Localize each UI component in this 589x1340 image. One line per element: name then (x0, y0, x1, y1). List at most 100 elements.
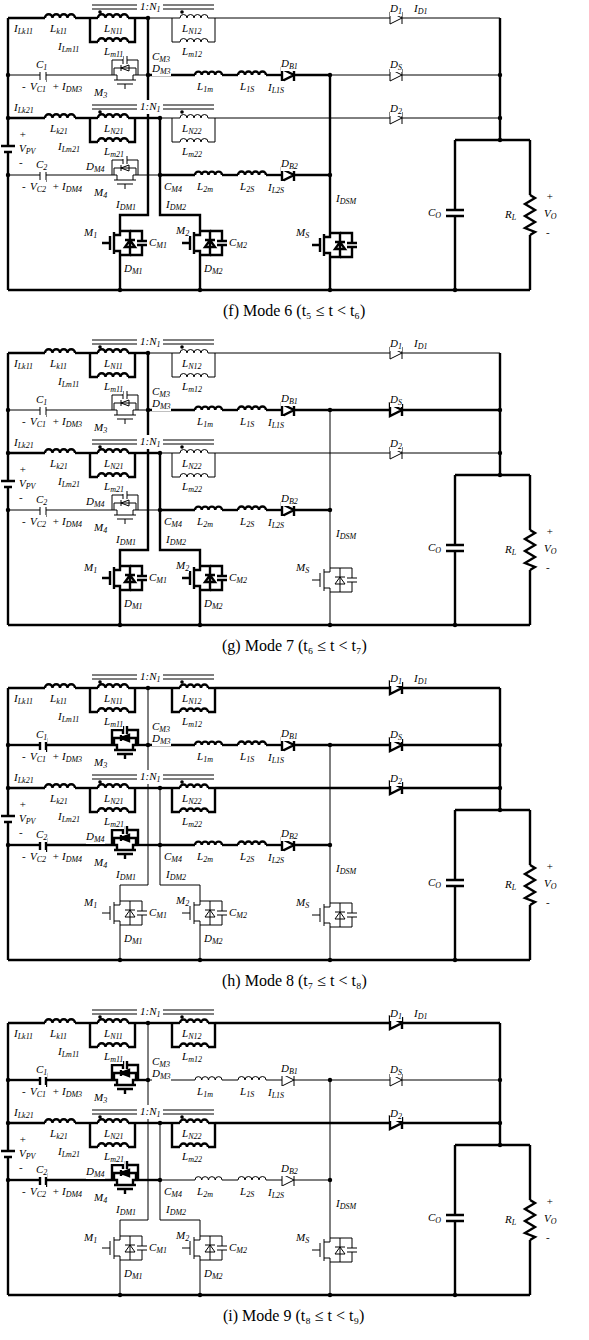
wire (75, 1122, 90, 1124)
inductor-symbol (195, 842, 222, 845)
component-label: MS (296, 1231, 309, 1245)
wire (120, 18, 148, 228)
wire (208, 118, 215, 142)
wire (160, 844, 195, 846)
inductor-symbol (98, 708, 128, 712)
inductor-symbol (98, 38, 128, 42)
component-label: DM2 (204, 597, 223, 611)
mode-panel: ILk11Lk11LN11Lm11ILm11LN12Lm121:N1D1ID1C… (0, 335, 589, 670)
junction-dot (158, 843, 162, 847)
component-label: 1:N1 (140, 1105, 161, 1119)
body-diode-symbol (200, 1236, 215, 1260)
component-label: DB2 (281, 1162, 298, 1176)
body-diode-symbol (330, 903, 345, 927)
junction-dot (158, 508, 162, 512)
junction-dot (198, 958, 202, 962)
component-label: - (546, 896, 550, 908)
wire (402, 75, 500, 76)
component-label: DB2 (281, 492, 298, 506)
component-label: VC1 (30, 80, 46, 94)
component-label: 1:N1 (140, 100, 161, 114)
component-label: CM4 (164, 180, 182, 194)
component-label: ILm11 (58, 710, 79, 724)
component-label: DM2 (204, 932, 223, 946)
wire (529, 810, 531, 865)
component-label: DS (390, 58, 402, 72)
wire (200, 928, 201, 960)
wire (120, 353, 148, 563)
inductor-symbol (195, 507, 222, 510)
component-label: CM1 (149, 571, 167, 585)
component-label: LN12 (182, 692, 201, 706)
component-label: CM1 (149, 906, 167, 920)
component-label: IL2S (268, 181, 284, 195)
mosfet-symbol (312, 565, 330, 595)
component-label: LN21 (104, 122, 123, 136)
component-label: M4 (94, 1191, 107, 1205)
component-label: VO (544, 1212, 557, 1226)
component-label: DM2 (204, 1267, 223, 1281)
wire (454, 1221, 456, 1295)
wire (222, 1080, 238, 1081)
wire (7, 18, 9, 146)
wire (294, 1080, 330, 1081)
component-label: Lm22 (182, 1150, 202, 1164)
junction-dot (6, 116, 10, 120)
component-label: M2 (176, 1229, 189, 1243)
component-label: DS (390, 1063, 402, 1077)
wire (128, 788, 135, 812)
inductor-symbol (45, 449, 75, 453)
wire (529, 905, 531, 960)
snubber-capacitor-symbol (340, 903, 357, 927)
component-label: DM2 (204, 262, 223, 276)
wire (215, 1022, 390, 1024)
junction-dot (118, 288, 122, 292)
junction-dot (158, 786, 162, 790)
junction-dot (453, 288, 457, 292)
component-label: IDM3 (62, 415, 82, 429)
component-label: M3 (94, 421, 107, 435)
wire (215, 1122, 390, 1124)
component-label: Lk11 (50, 692, 67, 706)
component-label: + (52, 80, 59, 92)
component-label: Lk21 (50, 457, 68, 471)
wire (75, 452, 90, 454)
body-diode-symbol (330, 233, 345, 257)
junction-dot (498, 73, 502, 77)
wire (46, 410, 112, 411)
wire (8, 352, 45, 354)
junction-dot (498, 1078, 502, 1082)
wire (8, 510, 40, 511)
wire (294, 409, 330, 411)
component-label: Lm11 (104, 715, 123, 729)
component-label: IL1S (268, 1086, 284, 1100)
component-label: LN11 (104, 22, 123, 36)
component-label: M2 (176, 559, 189, 573)
component-label: RL (505, 543, 516, 557)
junction-dot (198, 288, 202, 292)
wire (402, 18, 500, 19)
component-label: M1 (84, 1231, 97, 1245)
component-label: 1:N1 (140, 670, 161, 684)
component-label: Lm21 (104, 815, 124, 829)
polarity-dot (180, 110, 184, 114)
polarity-dot (180, 780, 184, 784)
component-label: L2S (240, 180, 254, 194)
junction-dot (498, 408, 502, 412)
wire (120, 1263, 121, 1295)
wire (148, 353, 172, 354)
snubber-capacitor-symbol (340, 233, 357, 257)
wire (402, 1122, 500, 1124)
wire (529, 235, 531, 290)
component-label: CO (428, 876, 441, 890)
snubber-capacitor-symbol (210, 1236, 227, 1260)
polarity-dot (98, 1115, 102, 1119)
component-label: D2 (390, 437, 402, 451)
wire (222, 74, 238, 76)
component-label: Lk21 (50, 792, 68, 806)
inductor-symbol (180, 1020, 208, 1024)
component-label: IDM4 (62, 850, 82, 864)
junction-dot (146, 16, 150, 20)
inductor-symbol (238, 72, 266, 76)
